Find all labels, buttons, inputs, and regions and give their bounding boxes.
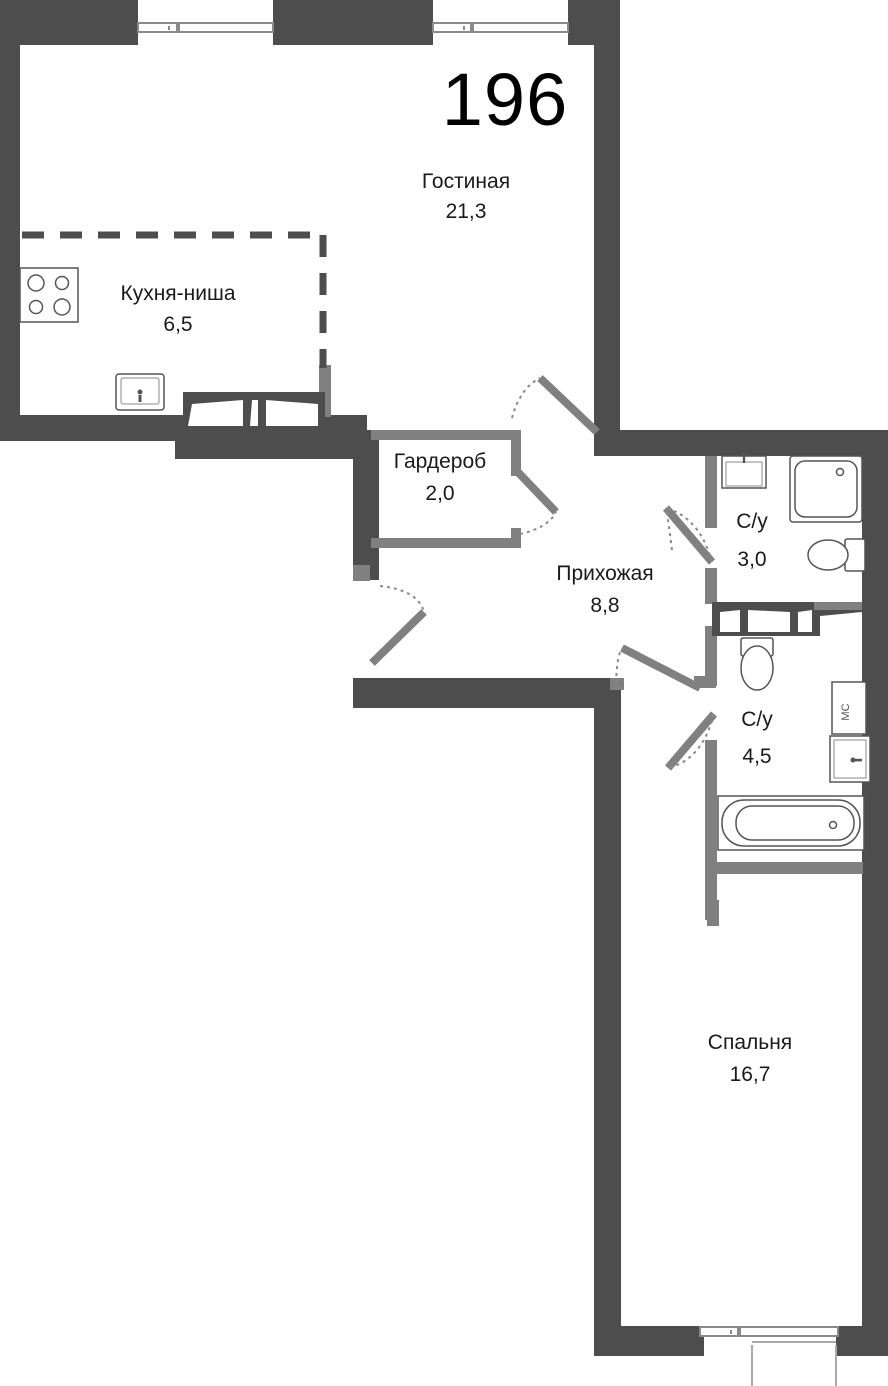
- washing-machine: [831, 681, 867, 735]
- bathroom-1-sink: [721, 451, 767, 489]
- partition-wardrobe-top: [371, 430, 521, 440]
- partition-wardrobe-bottom: [371, 538, 521, 548]
- wall-living-right-exterior: [594, 0, 620, 438]
- jamb-hall-bedroom: [610, 678, 624, 690]
- washing-machine-label: МС: [840, 703, 852, 720]
- bathroom-1-fixtures: [721, 451, 866, 572]
- living-room-window-left: [137, 22, 274, 33]
- room-area-hall: 8,8: [590, 594, 619, 617]
- wall-top-left-segment: [0, 0, 138, 45]
- wall-bedroom-bottom-left: [594, 1326, 704, 1356]
- room-label-hall: Прихожая: [556, 562, 653, 585]
- bedroom-door: [615, 644, 702, 692]
- kitchen-sink: [115, 373, 165, 411]
- partition-walls: [319, 365, 863, 926]
- wardrobe-door: [511, 465, 559, 535]
- partition-bath1-left-lower: [705, 568, 717, 604]
- wall-top-middle-segment: [273, 0, 433, 45]
- kitchen-fixtures: [19, 267, 325, 428]
- built-in-closet: [712, 602, 862, 636]
- wall-hall-bottom: [353, 678, 621, 708]
- partition-wardrobe-right-lower: [511, 528, 521, 546]
- balcony-outline: [751, 1341, 837, 1386]
- wall-bath-top: [594, 430, 888, 456]
- living-room-door: [369, 585, 427, 666]
- entry-door: [511, 375, 600, 435]
- bathroom-2-door: [664, 711, 718, 771]
- wall-left-exterior: [0, 0, 20, 435]
- bedroom-window: [699, 1326, 839, 1337]
- room-label-wardrobe: Гардероб: [394, 450, 486, 473]
- structural-walls: [0, 0, 888, 1356]
- wall-kitchen-bottom-left: [0, 415, 175, 441]
- room-label-bath2: С/у: [741, 708, 773, 731]
- room-area-kitchen: 6,5: [163, 313, 192, 336]
- room-area-wardrobe: 2,0: [425, 482, 454, 505]
- partition-wardrobe-right-upper: [511, 430, 521, 476]
- built-in-wardrobe: [183, 392, 325, 428]
- partition-bath2-left-lower: [705, 740, 717, 920]
- wall-bedroom-bottom-right: [836, 1326, 888, 1356]
- room-area-bedroom: 16,7: [730, 1063, 771, 1086]
- room-labels: 196 Гостиная 21,3 Кухня-ниша 6,5 Гардеро…: [120, 58, 852, 1086]
- wall-right-exterior: [862, 430, 888, 1356]
- partition-bath2-left-upper: [705, 626, 717, 686]
- kitchen-stove: [19, 267, 79, 323]
- room-label-kitchen: Кухня-ниша: [120, 282, 235, 305]
- shower-tray: [789, 455, 863, 523]
- partition-bedroom-stub: [707, 900, 719, 926]
- living-room-window-right: [432, 22, 569, 33]
- apartment-number: 196: [442, 58, 568, 141]
- windows: [137, 22, 839, 1337]
- partition-bath1-left-upper: [705, 456, 717, 516]
- bathroom-2-fixtures: [717, 637, 871, 851]
- bathtub: [717, 795, 865, 851]
- kitchen-niche-divider: [22, 231, 327, 368]
- wall-hall-bottom-corner: [353, 678, 379, 708]
- room-area-living: 21,3: [446, 200, 487, 223]
- room-label-bath1: С/у: [736, 510, 768, 533]
- room-label-bedroom: Спальня: [708, 1031, 792, 1054]
- bathroom-1-door: [662, 505, 716, 565]
- jamb-bath1-top: [705, 508, 717, 528]
- bathroom-2-toilet: [740, 637, 774, 691]
- doors: [369, 375, 718, 771]
- room-label-living: Гостиная: [422, 170, 510, 193]
- wall-bedroom-left-exterior: [594, 678, 621, 1356]
- partition-bath2-bottom: [705, 862, 863, 874]
- jamb-hall-living: [353, 565, 370, 581]
- bathroom-1-toilet: [807, 538, 866, 572]
- room-area-bath1: 3,0: [737, 548, 766, 571]
- room-area-bath2: 4,5: [742, 745, 771, 768]
- bathroom-2-sink: [829, 735, 871, 783]
